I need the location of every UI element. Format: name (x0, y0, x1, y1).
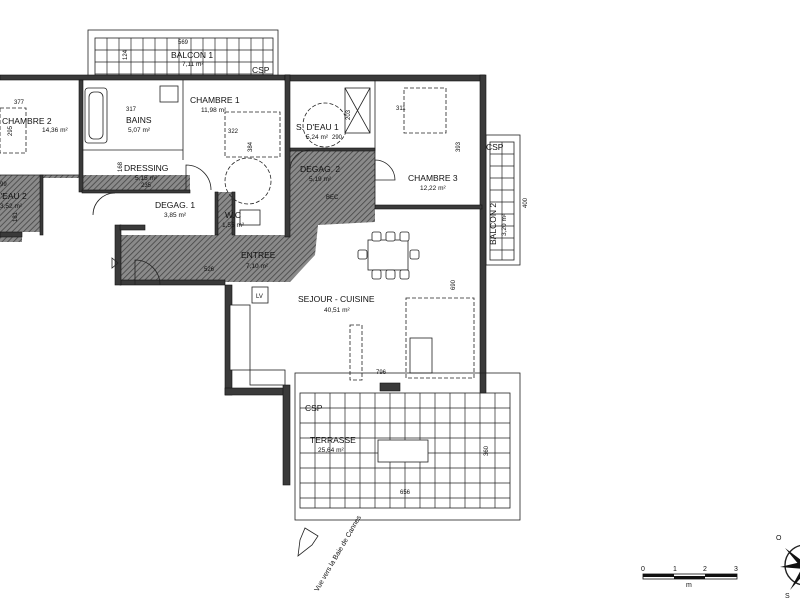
sejour-area: 40,51 m² (324, 307, 350, 314)
walls (0, 74, 487, 486)
balcon-2: CSP BALCON 2 3,20 m² 400 (485, 134, 529, 266)
scale-tick-0: 0 (641, 566, 645, 573)
terrasse-area: 25,64 m² (318, 447, 344, 454)
terrasse-label: TERRASSE (310, 435, 356, 445)
sejour-width: 796 (376, 370, 387, 376)
balcon2-csp: CSP (486, 142, 504, 152)
bains-area: 5,07 m² (128, 127, 151, 134)
compass-south: S (785, 593, 790, 600)
chambre1-width: 322 (228, 129, 239, 135)
dressing-area: 5,15 m² (135, 175, 158, 182)
compass-icon: O S (776, 535, 800, 600)
bed-chambre2 (0, 107, 27, 154)
scale-unit: m (686, 582, 692, 589)
degag2-label: DEGAG. 2 (300, 164, 340, 174)
chambre2-width: 377 (14, 100, 25, 106)
chair (409, 249, 420, 260)
dining-table (367, 239, 409, 271)
chambre3-width: 311 (396, 106, 406, 112)
bed-chambre1 (224, 111, 281, 158)
compass-west: O (776, 535, 782, 542)
chair (385, 269, 396, 280)
degag1-area: 3,85 m² (164, 212, 187, 219)
degag2-area: 5,19 m² (309, 176, 332, 183)
sejour-label: SEJOUR - CUISINE (298, 294, 375, 304)
degag1-label: DEGAG. 1 (155, 200, 195, 210)
terrasse-width: 656 (400, 490, 411, 496)
room-labels: 377 295 CHAMBRE 2 14,36 m² 317 BAINS 5,0… (0, 95, 462, 376)
entry-arrow-icon (111, 257, 119, 269)
bed-chambre3 (403, 87, 447, 134)
view-note: Vue vers la Baie de Cannes (297, 514, 364, 593)
terrace-table (377, 439, 429, 463)
terrasse-csp: CSP (305, 403, 323, 413)
seau1-label: S. D'EAU 1 (296, 122, 339, 132)
kitchen-island (349, 324, 363, 381)
sofa (405, 297, 475, 379)
seau2-area: 3,52 m² (0, 203, 23, 210)
scale-tick-1: 1 (673, 566, 677, 573)
coffee-table (409, 337, 433, 374)
bains-label: BAINS (126, 115, 152, 125)
circulation-hatch (0, 150, 375, 282)
bec-label: BEC (326, 195, 339, 201)
partitions (0, 80, 376, 205)
chambre1-depth: 384 (248, 141, 254, 152)
dressing-label: DRESSING (124, 163, 168, 173)
seau1-width: 290 (332, 135, 343, 141)
chambre3-area: 12,22 m² (420, 185, 446, 192)
balcon-1: 569 124 BALCON 1 7,11 m² CSP (87, 29, 279, 79)
view-note-text: Vue vers la Baie de Cannes (314, 514, 364, 593)
seau2-label: S. D'EAU 2 (0, 191, 27, 201)
balcon2-label: BALCON 2 (488, 203, 498, 245)
view-arrow-icon (297, 527, 319, 557)
entree-label: ENTREE (241, 250, 276, 260)
scale-tick-2: 2 (703, 566, 707, 573)
chambre1-label: CHAMBRE 1 (190, 95, 240, 105)
kitchen-counter (229, 304, 251, 371)
chair (357, 249, 368, 260)
dishwasher-label: LV (256, 294, 263, 300)
seau2-depth: 181 (13, 211, 19, 222)
balcon1-label: BALCON 1 (171, 50, 213, 60)
balcon1-depth: 124 (123, 49, 129, 60)
doors (92, 149, 396, 286)
entree-width: 526 (204, 267, 215, 273)
balcon1-area: 7,11 m² (182, 61, 204, 68)
furniture: LV (0, 85, 475, 386)
dressing-width: 235 (141, 183, 152, 189)
wc-area: 1,55 m² (222, 222, 245, 229)
scale-tick-3: 3 (734, 566, 738, 573)
balcon1-csp: CSP (252, 65, 270, 75)
chambre3-label: CHAMBRE 3 (408, 173, 458, 183)
balcon1-width: 569 (178, 40, 189, 46)
wc-label: W.C (225, 210, 241, 220)
sejour-depth: 690 (451, 279, 457, 290)
chair (371, 269, 382, 280)
bains-width: 317 (126, 107, 137, 113)
dressing-depth: 168 (118, 161, 124, 172)
scale-bar: 0 1 2 3 m (641, 566, 738, 589)
seau2-width: 99 (0, 182, 7, 188)
chair (399, 231, 410, 242)
chair (385, 231, 396, 242)
entree-area: 7,10 m² (246, 263, 269, 270)
chair (399, 269, 410, 280)
seau1-depth: 203 (346, 109, 352, 120)
chambre1-area: 11,98 m² (201, 107, 227, 114)
balcon2-dim: 400 (523, 197, 529, 208)
balcon2-area: 3,20 m² (501, 213, 508, 236)
chambre3-depth: 393 (456, 141, 462, 152)
chambre2-depth: 295 (8, 125, 14, 136)
dishwasher (251, 286, 269, 304)
chambre2-area: 14,36 m² (42, 127, 68, 134)
terrasse-depth: 360 (484, 445, 490, 456)
terrasse: CSP TERRASSE 25,64 m² 656 360 (294, 372, 521, 521)
chair (371, 231, 382, 242)
seau1-area: 5,24 m² (306, 134, 329, 141)
chambre2-label: CHAMBRE 2 (2, 116, 52, 126)
